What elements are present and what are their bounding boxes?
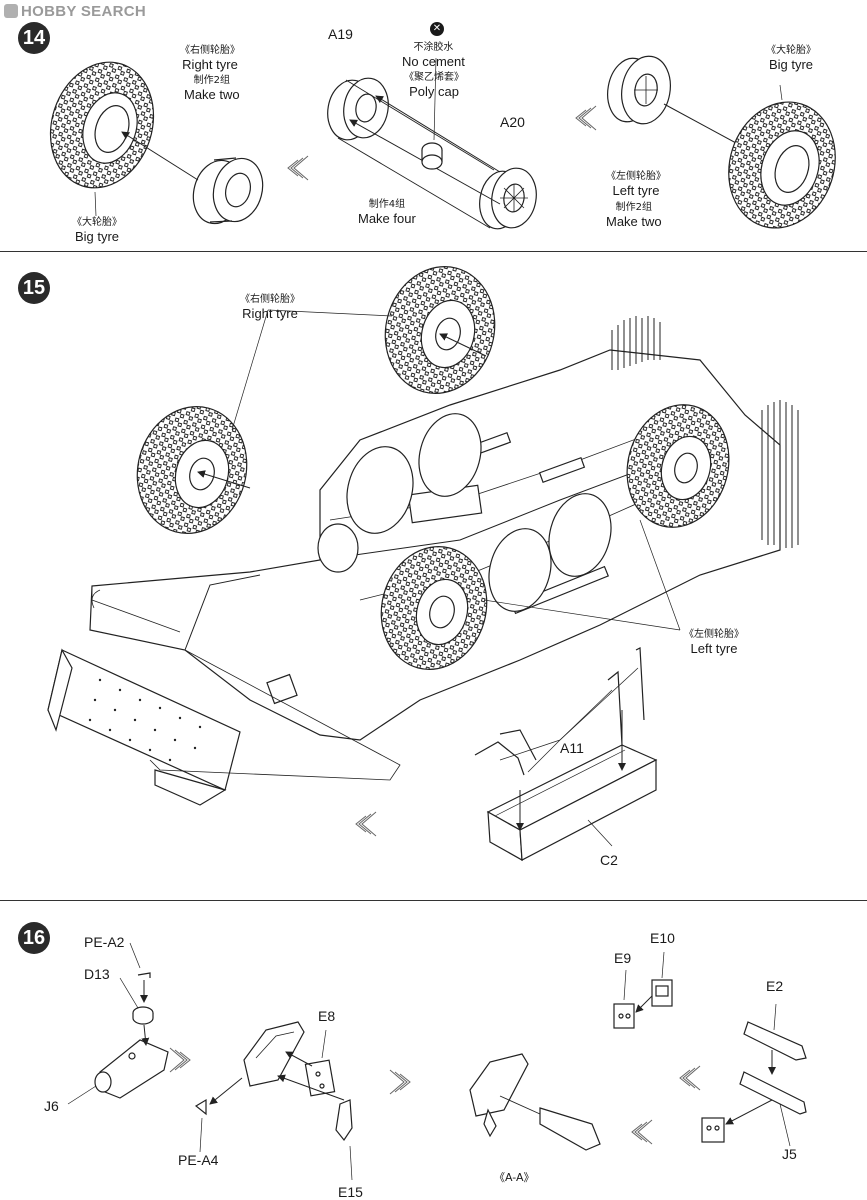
rivets — [88, 678, 202, 762]
label-right-tyre: 《右侧轮胎》 Right tyre — [180, 45, 240, 72]
d13-part-icon — [132, 1006, 154, 1025]
step-15-badge: 15 — [18, 272, 50, 304]
step14-big-tyre-left-icon — [49, 61, 155, 189]
part-c2-label: C2 — [600, 852, 618, 868]
part-a19-label: A19 — [328, 26, 353, 42]
tyre-left-front-icon — [626, 404, 730, 528]
e2-part-icon — [743, 1021, 807, 1061]
label-make-two: 制作2组 Make two — [184, 75, 240, 102]
part-e8-label: E8 — [318, 1008, 336, 1024]
part-j5-label: J5 — [782, 1146, 797, 1162]
label-no-cement: 不涂胶水 No cement — [402, 42, 465, 69]
direction-arrow-icon — [389, 1069, 411, 1095]
antenna-rods-icon — [611, 316, 799, 548]
label-left-tyre: 《左侧轮胎》 Left tyre — [606, 171, 666, 198]
label-make-four: 制作4组 Make four — [358, 199, 416, 226]
step14-hub-right-icon — [607, 55, 671, 125]
direction-arrow-icon — [287, 155, 309, 181]
vehicle-hull-icon — [89, 349, 781, 741]
step14-wheel-hub-icon — [192, 157, 264, 225]
label-make-two: 制作2组 Make two — [606, 202, 662, 229]
label-left-tyre: 《左侧轮胎》 Left tyre — [684, 629, 744, 656]
a20-hub-icon — [479, 167, 537, 230]
e8-part-icon — [304, 1059, 336, 1097]
tyre-right-front-icon — [384, 266, 496, 394]
j6-part-icon — [94, 1039, 169, 1099]
part-a11-label: A11 — [560, 740, 584, 756]
part-a20-label: A20 — [500, 114, 525, 130]
direction-arrow-icon — [631, 1119, 653, 1145]
j5-sub-part-icon — [701, 1117, 725, 1143]
view-a-a-assembly-icon — [469, 1053, 601, 1151]
part-e2-label: E2 — [766, 978, 784, 994]
part-j6-label: J6 — [44, 1098, 59, 1114]
label-big-tyre: 《大轮胎》 Big tyre — [72, 217, 122, 244]
c2-panel-icon — [486, 744, 658, 862]
tyre-left-rear-icon — [380, 546, 488, 670]
rear-panel-icon — [47, 648, 241, 806]
direction-arrow-icon — [355, 811, 377, 837]
step-14-badge: 14 — [18, 22, 50, 54]
no-cement-icon: ✕ — [430, 22, 444, 36]
e10-part-icon — [651, 979, 673, 1007]
pe-a2-part-icon — [137, 972, 151, 978]
section-divider — [0, 251, 867, 252]
step14-big-tyre-right-icon — [728, 101, 836, 229]
tyre-right-rear-icon — [136, 406, 248, 534]
e9-part-icon — [613, 1003, 635, 1029]
pe-a4-part-icon — [194, 1098, 207, 1116]
label-big-tyre: 《大轮胎》 Big tyre — [766, 45, 816, 72]
label-poly-cap: 《聚乙烯套》 Poly cap — [404, 72, 464, 99]
direction-arrow-icon — [575, 105, 597, 131]
view-a-a-label: 《A-A》 — [494, 1171, 535, 1184]
direction-arrow-icon — [679, 1065, 701, 1091]
part-e9-label: E9 — [614, 950, 632, 966]
mudguard-assembly-icon — [243, 1021, 305, 1087]
j5-part-icon — [739, 1071, 807, 1115]
part-pe-a2-label: PE-A2 — [84, 934, 125, 950]
e15-part-icon — [335, 1099, 353, 1142]
a19-hub-icon — [327, 77, 389, 141]
hobby-search-logo-icon — [4, 4, 18, 18]
direction-arrow-icon — [169, 1047, 191, 1073]
section-divider — [0, 900, 867, 901]
watermark: HOBBY SEARCH — [4, 3, 146, 20]
step-16-badge: 16 — [18, 922, 50, 954]
label-right-tyre: 《右侧轮胎》 Right tyre — [240, 294, 300, 321]
part-e15-label: E15 — [338, 1184, 363, 1200]
part-pe-a4-label: PE-A4 — [178, 1152, 219, 1168]
part-e10-label: E10 — [650, 930, 675, 946]
part-d13-label: D13 — [84, 966, 110, 982]
poly-cap-icon — [421, 142, 443, 170]
